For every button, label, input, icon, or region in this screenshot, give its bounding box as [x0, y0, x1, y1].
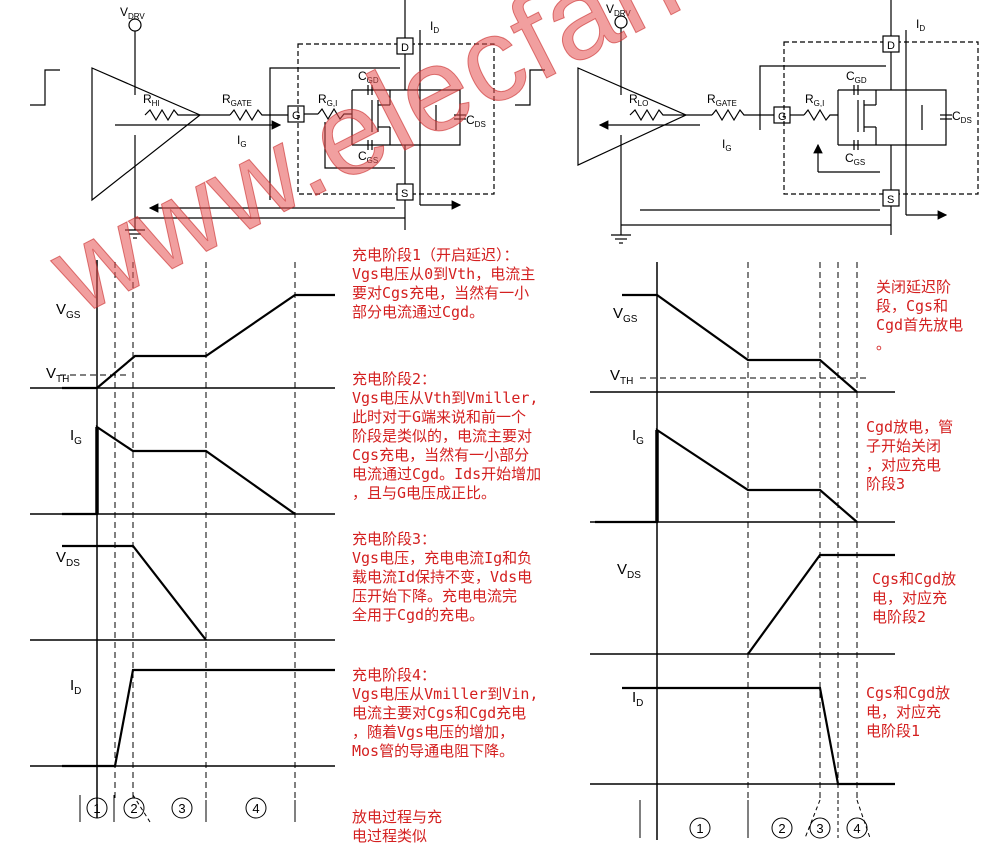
pin-s-label: S	[401, 188, 408, 200]
rgate-label: RGATE	[222, 92, 252, 108]
left-circuit-labels: VDRV ID RHI RGATE RG,I CGD CGS CDS IG G …	[120, 5, 486, 200]
note-charge-phase-2: 充电阶段2： Vgs电压从Vth到Vmiller, 此时对于G端来说和前一个 阶…	[352, 370, 542, 502]
vth-label-right: VTH	[610, 367, 633, 387]
ig-label: IG	[237, 133, 247, 149]
pin-s-label-right: S	[887, 194, 894, 206]
cgd-label: CGD	[358, 69, 379, 85]
rgi-label-right: RG,I	[805, 92, 824, 108]
turn-off-circuit	[515, 0, 979, 244]
rgate-label-right: RGATE	[707, 92, 737, 108]
turn-on-circuit	[30, 0, 495, 239]
phase-3-right: 3	[816, 821, 823, 836]
rlo-label: RLO	[629, 92, 648, 108]
left-phase-markers: 1 2 3 4	[86, 797, 267, 819]
note-charge-phase-3: 充电阶段3： Vgs电压，充电电流Ig和负 载电流Id保持不变，Vds电 压开始…	[352, 530, 533, 624]
cgd-label-right: CGD	[846, 69, 867, 85]
vdrv-label-right: VDRV	[606, 2, 631, 18]
vdrv-label: VDRV	[120, 5, 145, 21]
vgs-label-right: VGS	[613, 305, 638, 325]
right-phase-markers: 1 2 3 4	[689, 817, 868, 839]
vgs-label: VGS	[56, 301, 81, 321]
rhi-label: RHI	[143, 92, 160, 108]
cds-label: CDS	[466, 113, 486, 129]
vds-label: VDS	[56, 549, 80, 569]
vds-label-right: VDS	[617, 561, 641, 581]
note-charge-phase-4: 充电阶段4： Vgs电压从Vmiller到Vin, 电流主要对Cgs和Cgd充电…	[352, 666, 539, 760]
right-waveform-labels: VGS VTH IG VDS ID	[610, 305, 644, 709]
cgs-label: CGS	[358, 149, 378, 165]
turn-on-waveforms	[30, 260, 335, 823]
id-wave-label: ID	[70, 677, 81, 697]
id-label-right: ID	[916, 17, 925, 33]
id-label: ID	[430, 19, 439, 35]
pin-g-label: G	[292, 110, 301, 122]
phase-2-left: 2	[130, 801, 137, 816]
phase-1-right: 1	[696, 821, 703, 836]
phase-3-left: 3	[178, 801, 185, 816]
turn-off-waveforms	[590, 262, 895, 840]
note-discharge-phase-2: Cgs和Cgd放 电，对应充 电阶段2	[872, 570, 957, 626]
vth-label: VTH	[46, 365, 69, 385]
pin-d-label: D	[401, 42, 409, 54]
pin-d-label-right: D	[887, 40, 895, 52]
ig-label-right: IG	[722, 137, 732, 153]
note-cgd-discharge: Cgd放电，管 子开始关闭 ，对应充电 阶段3	[866, 418, 954, 493]
left-waveform-labels: VGS VTH IG VDS ID	[46, 301, 82, 697]
phase-4-right: 4	[853, 821, 860, 836]
right-circuit-labels: VDRV ID RLO RGATE RG,I CGD CGS CDS IG G …	[606, 2, 972, 206]
note-charge-phase-1: 充电阶段1（开启延迟）： Vgs电压从0到Vth，电流主 要对Cgs充电，当然有…	[352, 246, 536, 321]
note-discharge-similar: 放电过程与充 电过程类似	[352, 808, 443, 845]
rgi-label: RG,I	[318, 92, 337, 108]
note-turnoff-delay: 关闭延迟阶 段，Cgs和 Cgd首先放电 。	[876, 278, 964, 353]
cds-label-right: CDS	[952, 109, 972, 125]
phase-1-left: 1	[93, 801, 100, 816]
ig-wave-label-right: IG	[632, 427, 644, 447]
phase-2-right: 2	[778, 821, 785, 836]
id-wave-label-right: ID	[632, 689, 643, 709]
ig-wave-label: IG	[70, 427, 82, 447]
phase-4-left: 4	[252, 801, 259, 816]
note-discharge-phase-1: Cgs和Cgd放 电，对应充 电阶段1	[866, 684, 951, 740]
pin-g-label-right: G	[778, 111, 787, 123]
cgs-label-right: CGS	[845, 151, 865, 167]
